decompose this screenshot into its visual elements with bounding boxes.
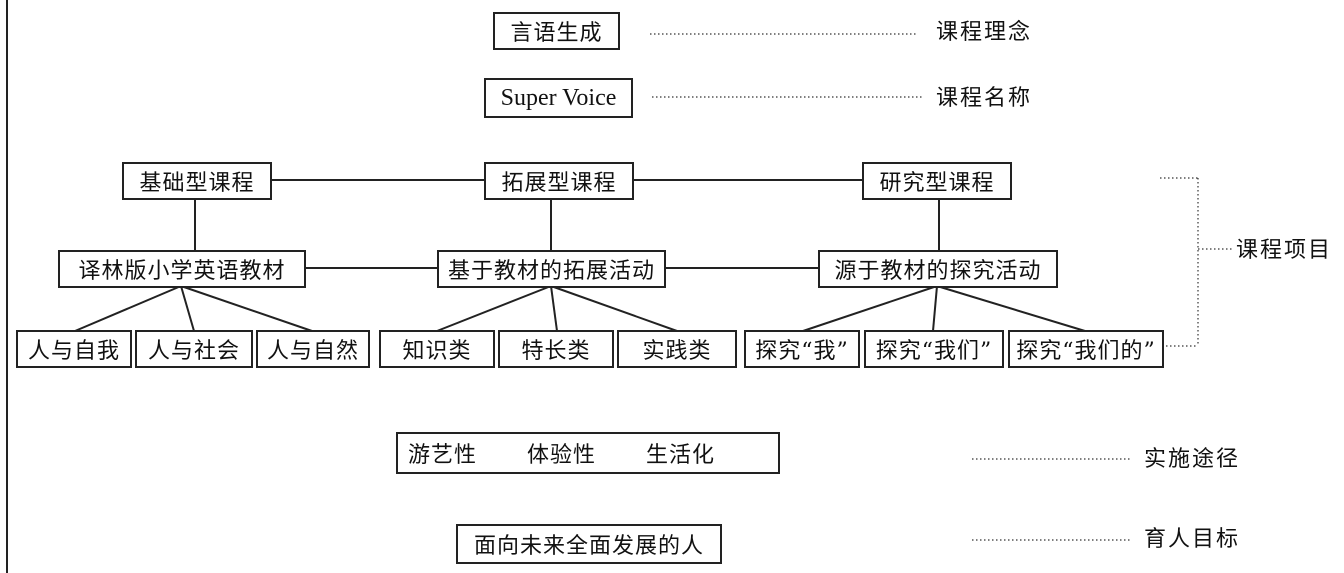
level1-research-text: 研究型课程: [879, 171, 995, 196]
implementation-label: 实施途径: [1144, 447, 1241, 472]
fan-extend-1: [436, 285, 552, 332]
level3-research-2-box: 探究“我们”: [864, 330, 1004, 368]
course-name-box: Super Voice: [484, 78, 633, 118]
level1-research-box: 研究型课程: [862, 162, 1012, 200]
implementation-item-3: 生活化: [646, 443, 716, 468]
level3-extend-2-box: 特长类: [498, 330, 614, 368]
level3-research-3-box: 探究“我们的”: [1008, 330, 1164, 368]
implementation-box: 游艺性 体验性 生活化: [396, 432, 780, 474]
fan-basic-2: [180, 285, 195, 332]
level2-extension-text: 基于教材的拓展活动: [447, 259, 655, 284]
implementation-item-1: 游艺性: [408, 443, 478, 468]
level2-inquiry-box: 源于教材的探究活动: [818, 250, 1058, 288]
goal-text: 面向未来全面发展的人: [473, 534, 704, 559]
level3-basic-1-text: 人与自我: [27, 339, 120, 364]
level3-extend-3-text: 实践类: [642, 339, 712, 364]
level3-extend-2-text: 特长类: [521, 339, 591, 364]
left-border: [6, 0, 8, 573]
fan-basic-3: [180, 285, 313, 332]
level2-extension-box: 基于教材的拓展活动: [437, 250, 666, 288]
level2-textbook-box: 译林版小学英语教材: [58, 250, 306, 288]
implementation-items: 游艺性 体验性 生活化: [398, 437, 778, 469]
course-name-label: 课程名称: [936, 86, 1033, 111]
concept-label: 课程理念: [936, 20, 1033, 45]
fan-research-2: [932, 285, 938, 332]
level3-basic-2-text: 人与社会: [147, 339, 240, 364]
level3-basic-3-box: 人与自然: [256, 330, 370, 368]
goal-box: 面向未来全面发展的人: [456, 524, 722, 564]
level1-extend-box: 拓展型课程: [484, 162, 634, 200]
level3-basic-3-text: 人与自然: [266, 339, 359, 364]
fan-basic-1: [74, 285, 182, 332]
implementation-item-2: 体验性: [527, 443, 597, 468]
goal-label: 育人目标: [1144, 527, 1241, 552]
level3-research-1-text: 探究“我”: [755, 339, 849, 364]
level1-basic-text: 基础型课程: [139, 171, 255, 196]
level2-textbook-text: 译林版小学英语教材: [78, 259, 286, 284]
fan-research-3: [936, 285, 1086, 332]
fan-research-1: [802, 285, 938, 332]
level3-extend-3-box: 实践类: [617, 330, 737, 368]
level3-extend-1-text: 知识类: [402, 339, 472, 364]
level3-basic-2-box: 人与社会: [135, 330, 253, 368]
level2-inquiry-text: 源于教材的探究活动: [834, 259, 1042, 284]
level3-extend-1-box: 知识类: [379, 330, 495, 368]
level3-research-1-box: 探究“我”: [744, 330, 860, 368]
project-label: 课程项目: [1236, 238, 1333, 263]
level1-basic-box: 基础型课程: [122, 162, 272, 200]
level3-research-3-text: 探究“我们的”: [1016, 339, 1156, 364]
fan-extend-2: [550, 285, 558, 332]
concept-text: 言语生成: [510, 21, 603, 46]
level3-research-2-text: 探究“我们”: [875, 339, 993, 364]
level1-extend-text: 拓展型课程: [501, 171, 617, 196]
level3-basic-1-box: 人与自我: [16, 330, 132, 368]
fan-extend-3: [550, 285, 678, 332]
concept-box: 言语生成: [493, 12, 620, 50]
course-name-text: Super Voice: [500, 84, 617, 111]
